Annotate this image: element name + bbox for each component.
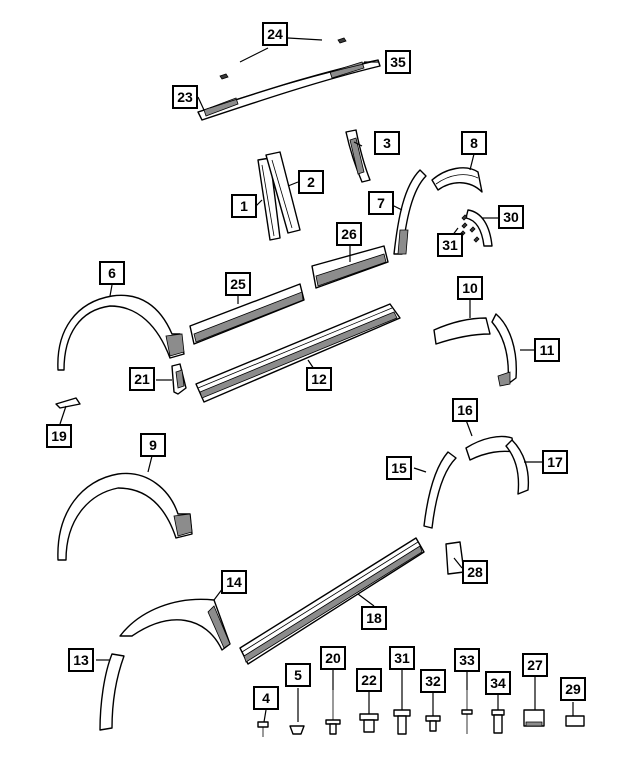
applique-2-part bbox=[265, 151, 301, 234]
fastener-34-part bbox=[491, 709, 505, 734]
callout-30: 30 bbox=[498, 205, 524, 229]
flare-8-part bbox=[431, 167, 483, 193]
applique-3-part bbox=[345, 129, 371, 183]
callout-27: 27 bbox=[522, 653, 548, 677]
clips-31-part bbox=[459, 214, 480, 243]
callout-6: 6 bbox=[99, 261, 125, 285]
flare-11-part bbox=[491, 313, 518, 387]
clip-27-part bbox=[523, 709, 545, 727]
fastener-32-part bbox=[425, 715, 441, 732]
callout-22: 22 bbox=[356, 668, 382, 692]
callout-35: 35 bbox=[385, 50, 411, 74]
flare-10-part bbox=[433, 317, 491, 345]
callout-1: 1 bbox=[231, 194, 257, 218]
trim-19-part bbox=[55, 397, 81, 409]
callout-2: 2 bbox=[298, 170, 324, 194]
callout-28: 28 bbox=[462, 560, 488, 584]
callout-15: 15 bbox=[386, 456, 412, 480]
wheel-flare-6-part bbox=[57, 294, 185, 371]
callout-7: 7 bbox=[368, 191, 394, 215]
callout-9: 9 bbox=[140, 433, 166, 457]
callout-31-fastener: 31 bbox=[389, 646, 415, 670]
callout-17: 17 bbox=[542, 450, 568, 474]
callout-23: 23 bbox=[172, 85, 198, 109]
callout-4: 4 bbox=[253, 686, 279, 710]
roof-rail-part bbox=[197, 59, 381, 121]
callout-21: 21 bbox=[129, 367, 155, 391]
callout-13: 13 bbox=[68, 648, 94, 672]
applique-7-part bbox=[393, 169, 427, 255]
callout-18: 18 bbox=[361, 606, 387, 630]
rocker-18-part bbox=[239, 537, 425, 665]
callout-12: 12 bbox=[306, 367, 332, 391]
fastener-33-part bbox=[461, 690, 473, 734]
callout-5: 5 bbox=[285, 663, 311, 687]
door-molding-26-part bbox=[311, 245, 389, 289]
clip-29-part bbox=[565, 715, 585, 727]
rocker-molding-12-part bbox=[195, 303, 401, 403]
callout-31: 31 bbox=[437, 233, 463, 257]
fastener-5-part bbox=[289, 725, 305, 735]
flare-30-part bbox=[465, 209, 493, 247]
callout-16: 16 bbox=[452, 398, 478, 422]
fastener-20-part bbox=[325, 690, 341, 735]
callout-14: 14 bbox=[221, 570, 247, 594]
trim-21-part bbox=[171, 363, 187, 395]
trim-13-part bbox=[99, 653, 125, 731]
roof-rail-clip-part bbox=[219, 37, 347, 80]
callout-10: 10 bbox=[457, 276, 483, 300]
callout-25: 25 bbox=[225, 272, 251, 296]
flare-17-part bbox=[505, 439, 530, 495]
door-molding-25-part bbox=[189, 283, 305, 345]
callout-8: 8 bbox=[461, 131, 487, 155]
callout-3: 3 bbox=[374, 131, 400, 155]
callout-19: 19 bbox=[46, 424, 72, 448]
fastener-4-part bbox=[257, 721, 269, 737]
fastener-22-part bbox=[359, 713, 379, 733]
applique-1-part bbox=[257, 157, 281, 241]
wheel-flare-9-part bbox=[57, 472, 193, 561]
callout-11: 11 bbox=[534, 338, 560, 362]
callout-29: 29 bbox=[560, 677, 586, 701]
flare-14-part bbox=[119, 598, 231, 651]
callout-24: 24 bbox=[262, 22, 288, 46]
callout-32: 32 bbox=[420, 669, 446, 693]
callout-20: 20 bbox=[320, 646, 346, 670]
callout-34: 34 bbox=[485, 671, 511, 695]
callout-26: 26 bbox=[336, 222, 362, 246]
flare-16-part bbox=[465, 435, 515, 461]
flare-15-part bbox=[423, 451, 457, 529]
callout-33: 33 bbox=[454, 648, 480, 672]
fastener-31-part bbox=[393, 709, 411, 735]
